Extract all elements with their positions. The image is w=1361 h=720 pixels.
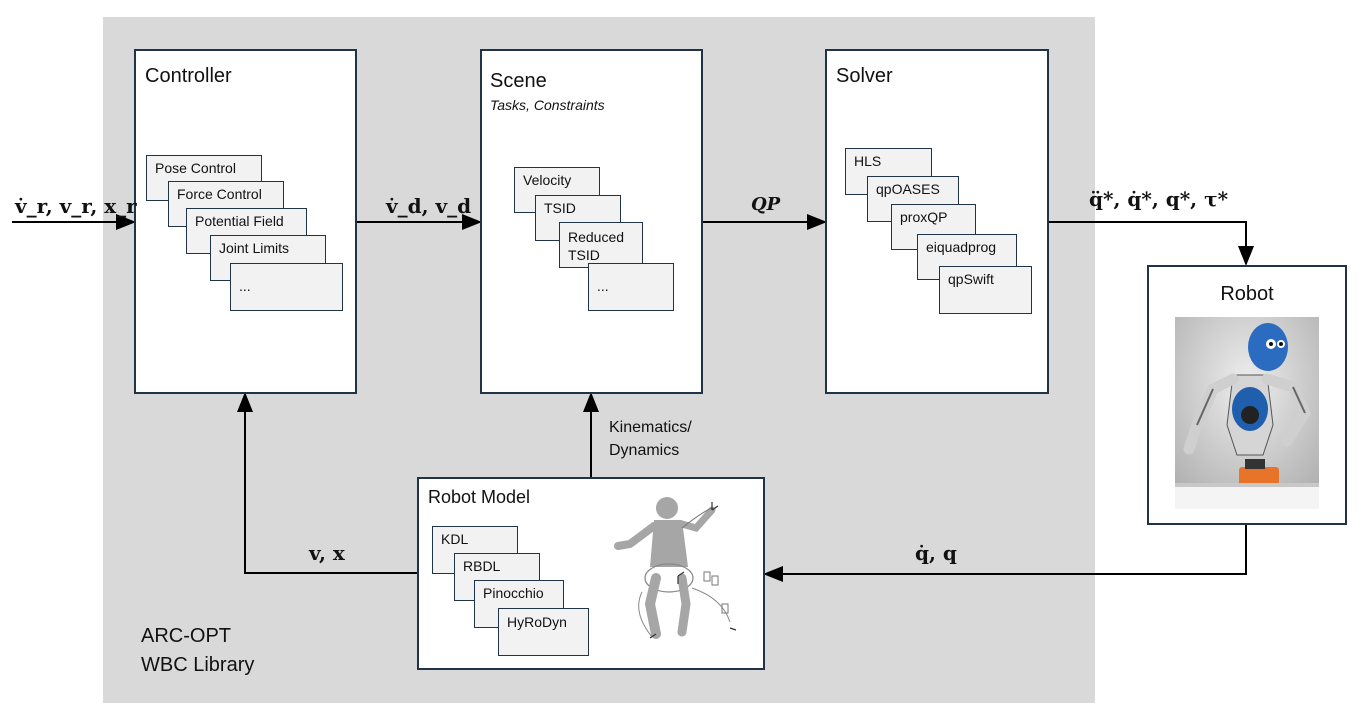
label-dynamics: Dynamics: [609, 442, 680, 459]
controller-item-more: ...: [230, 263, 343, 311]
arrow-solver-to-robot: [1048, 221, 1254, 266]
kinematic-model-figure: [614, 497, 737, 639]
solver-title: Solver: [836, 65, 893, 87]
arrow-model-to-controller: [237, 392, 417, 574]
robot-title: Robot: [1220, 283, 1274, 305]
label-solver-output: q̈*, q̇*, q*, τ*: [1089, 187, 1229, 211]
solver-item-qpswift: qpSwift: [939, 266, 1032, 314]
robot-model-item-hyrodyn: HyRoDyn: [498, 608, 589, 656]
library-subtitle: WBC Library: [141, 654, 255, 676]
scene-item-reduced-tsid: Reduced TSID: [559, 222, 643, 268]
library-name: ARC-OPT: [141, 625, 231, 647]
label-qp: QP: [751, 194, 781, 215]
scene-subtitle: Tasks, Constraints: [490, 97, 605, 113]
label-kinematics: Kinematics/: [609, 419, 692, 436]
arrow-robot-to-model: [763, 524, 1247, 582]
controller-title: Controller: [145, 65, 232, 87]
scene-title: Scene: [490, 70, 547, 92]
label-robot-state: q̇, q: [915, 541, 957, 565]
label-desired-velocity: v̇_d, v_d: [386, 194, 472, 218]
robot-model-title: Robot Model: [428, 487, 531, 507]
label-controller-feedback: v, x: [309, 541, 345, 565]
label-input-reference: v̇_r, v_r, x_r: [15, 194, 137, 218]
controller-item-joint-limits: Joint Limits: [210, 235, 326, 281]
scene-item-more: ...: [588, 263, 674, 311]
robot-photo: [1175, 317, 1319, 509]
